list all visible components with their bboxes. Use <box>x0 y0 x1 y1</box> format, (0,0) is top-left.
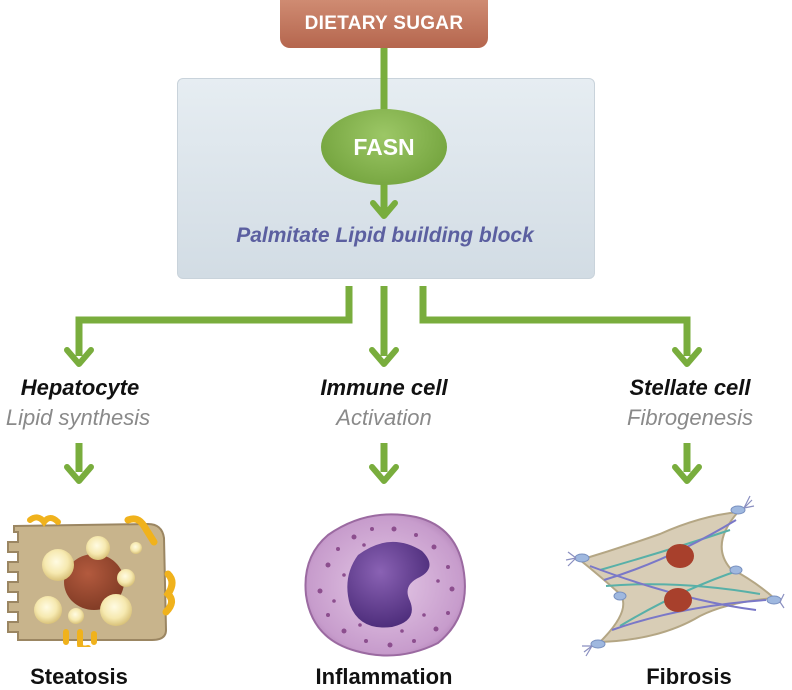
arrowhead-immune <box>369 347 399 367</box>
palmitate-label: Palmitate Lipid building block <box>236 224 534 247</box>
dietary-sugar-label: DIETARY SUGAR <box>304 13 464 34</box>
hepatocyte-illustration <box>7 514 176 647</box>
arrowhead-hepatocyte-down <box>64 464 94 484</box>
outcome-fibrosis: Fibrosis <box>646 664 732 689</box>
outcome-steatosis: Steatosis <box>30 664 128 689</box>
arrowhead-immune-down <box>369 464 399 484</box>
dietary-sugar-box: DIETARY SUGAR <box>280 0 488 48</box>
stellate-cell-title: Stellate cell <box>629 375 751 400</box>
immune-cell-process: Activation <box>336 405 432 430</box>
hepatocyte-title: Hepatocyte <box>20 375 140 400</box>
arrowhead-stellate <box>672 347 702 367</box>
outcome-inflammation: Inflammation <box>315 664 453 689</box>
arrowhead-stellate-down <box>672 464 702 484</box>
fasn-enzyme-node: FASN <box>321 109 447 185</box>
immune-cell-title: Immune cell <box>320 375 448 400</box>
arrowhead-hepatocyte <box>64 347 94 367</box>
stellate-cell-illustration <box>565 495 785 657</box>
arrow-to-hepatocyte-line <box>75 286 353 356</box>
fasn-label: FASN <box>353 133 415 160</box>
arrow-to-stellate-line <box>419 286 691 356</box>
immune-cell-illustration <box>304 513 466 657</box>
stellate-cell-process: Fibrogenesis <box>627 405 753 430</box>
hepatocyte-process: Lipid synthesis <box>5 405 151 430</box>
